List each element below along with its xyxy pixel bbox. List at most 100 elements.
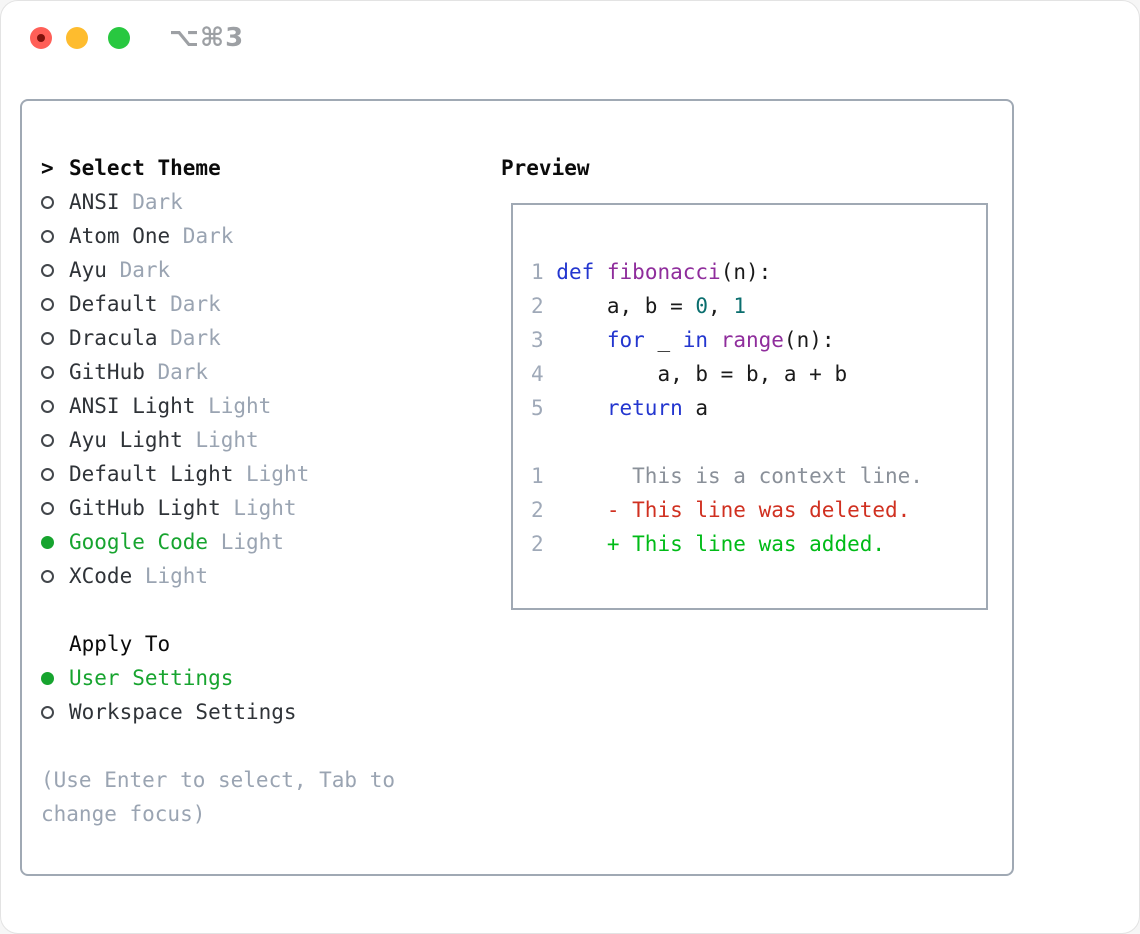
code-segment-fn: fibonacci — [606, 260, 721, 284]
marker-col — [41, 433, 69, 447]
code-segment-pl — [556, 328, 607, 352]
variant-label: Dark — [157, 360, 209, 384]
code-line: 2 a, b = 0, 1 — [531, 289, 986, 323]
option-label: Workspace Settings — [69, 700, 297, 724]
zoom-button[interactable] — [108, 27, 130, 49]
marker-col — [41, 195, 69, 209]
marker-col — [41, 229, 69, 243]
code-segment-pl: a — [682, 396, 709, 420]
code-segment-pl: (n): — [720, 260, 772, 284]
marker-col — [41, 501, 69, 515]
apply-option-user-settings[interactable]: User Settings — [41, 661, 481, 695]
option-label: GitHub Light — [69, 496, 221, 520]
select-theme-header: > Select Theme — [41, 151, 481, 185]
code-segment-pl: _ — [644, 328, 683, 352]
variant-label: Dark — [119, 258, 171, 282]
option-label: ANSI Light — [69, 394, 196, 418]
radio-icon — [41, 263, 54, 277]
prompt-marker: > — [41, 151, 69, 185]
code-segment-del: - This line was deleted. — [556, 498, 911, 522]
marker-col — [41, 263, 69, 277]
line-number: 4 — [531, 362, 557, 386]
option-label: Dracula — [69, 326, 158, 350]
theme-option-github[interactable]: GitHub Dark — [41, 355, 481, 389]
code-segment-pl: a, b = b, a + b — [556, 362, 848, 386]
radio-icon — [41, 229, 54, 243]
option-label: GitHub — [69, 360, 145, 384]
marker-col — [41, 535, 69, 549]
radio-selected-icon — [41, 671, 54, 685]
recording-dot-icon — [37, 34, 45, 42]
marker-col — [41, 467, 69, 481]
variant-label: Light — [195, 428, 259, 452]
titlebar: ⌥⌘3 — [1, 1, 1139, 77]
apply-option-workspace-settings[interactable]: Workspace Settings — [41, 695, 481, 729]
option-label: XCode — [69, 564, 133, 588]
marker-col — [41, 365, 69, 379]
variant-label: Light — [208, 394, 272, 418]
theme-option-ansi[interactable]: ANSI Dark — [41, 185, 481, 219]
code-segment-fn: range — [720, 328, 784, 352]
code-line: 5 return a — [531, 391, 986, 425]
theme-option-google-code[interactable]: Google Code Light — [41, 525, 481, 559]
line-number: 5 — [531, 396, 557, 420]
marker-col — [41, 297, 69, 311]
theme-option-ayu[interactable]: Ayu Dark — [41, 253, 481, 287]
marker-col — [41, 705, 69, 719]
code-segment-num: 0 — [695, 294, 709, 318]
blank-line — [531, 425, 986, 459]
option-label: ANSI — [69, 190, 120, 214]
apply-to-title: Apply To — [69, 632, 171, 656]
preview-column: Preview — [501, 151, 590, 185]
variant-label: Light — [144, 564, 209, 588]
code-line: 1 This is a context line. — [531, 459, 986, 493]
line-number: 2 — [531, 294, 557, 318]
code-segment-pl: a, b = — [556, 294, 696, 318]
code-segment-pl — [556, 396, 607, 420]
theme-option-ayu-light[interactable]: Ayu Light Light — [41, 423, 481, 457]
line-number: 1 — [531, 464, 557, 488]
option-label: Ayu Light — [69, 428, 183, 452]
prompt-icon: > — [41, 156, 54, 180]
option-label: Google Code — [69, 530, 209, 554]
radio-icon — [41, 705, 54, 719]
radio-icon — [41, 195, 54, 209]
code-segment-pl — [594, 260, 607, 284]
line-number: 2 — [531, 532, 557, 556]
code-segment-add: + This line was added. — [556, 532, 886, 556]
radio-selected-icon — [41, 535, 54, 549]
radio-icon — [41, 501, 54, 515]
line-number: 2 — [531, 498, 557, 522]
code-segment-ctx: This is a context line. — [556, 464, 923, 488]
variant-label: Dark — [182, 224, 234, 248]
variant-label: Light — [220, 530, 284, 554]
code-segment-kw: for — [606, 328, 645, 352]
option-label: Ayu — [69, 258, 107, 282]
line-number: 3 — [531, 328, 557, 352]
theme-option-xcode[interactable]: XCode Light — [41, 559, 481, 593]
close-button[interactable] — [30, 27, 52, 49]
theme-option-ansi-light[interactable]: ANSI Light Light — [41, 389, 481, 423]
help-text: (Use Enter to select, Tab to change focu… — [41, 768, 396, 826]
code-line: 3 for _ in range(n): — [531, 323, 986, 357]
radio-icon — [41, 467, 54, 481]
minimize-button[interactable] — [66, 27, 88, 49]
code-line: 2 - This line was deleted. — [531, 493, 986, 527]
variant-label: Light — [246, 462, 310, 486]
code-segment-kw: def — [556, 260, 595, 284]
variant-label: Dark — [132, 190, 183, 214]
code-segment-pl: (n): — [783, 328, 835, 352]
radio-icon — [41, 331, 54, 345]
code-segment-num: 1 — [733, 294, 746, 318]
code-line: 4 a, b = b, a + b — [531, 357, 986, 391]
